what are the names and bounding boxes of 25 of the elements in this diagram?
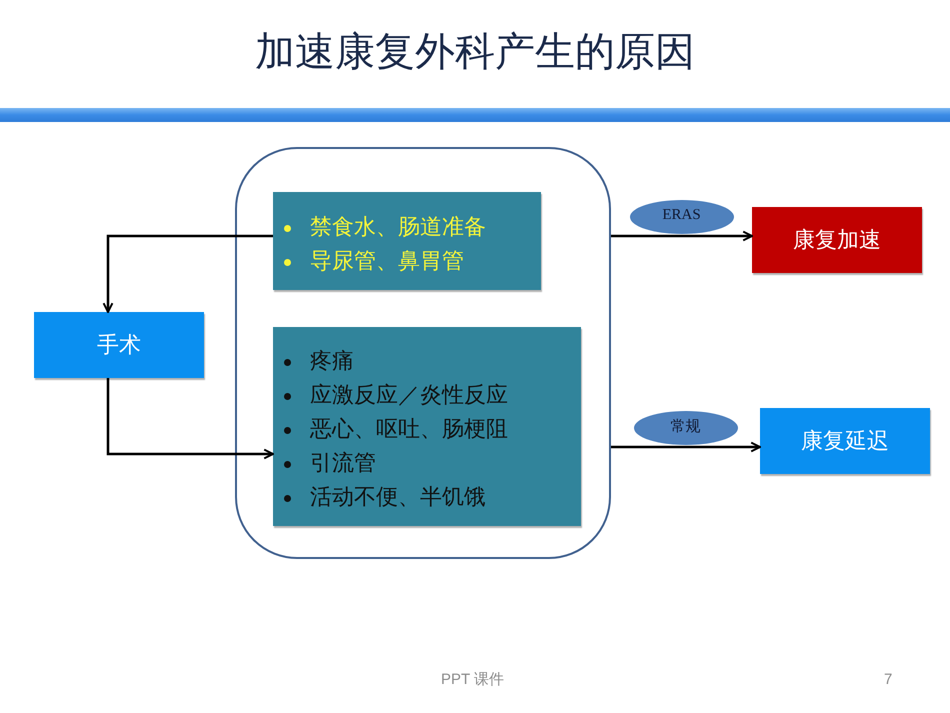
page-number: 7: [884, 670, 892, 690]
list-item-text: 禁食水、肠道准备: [310, 214, 486, 242]
list-item-text: 导尿管、鼻胃管: [310, 248, 464, 276]
process-box: [34, 312, 204, 378]
list-box: [273, 192, 541, 290]
process-box: [760, 408, 930, 474]
box-label: 康复延迟: [801, 428, 889, 456]
footer-text: PPT 课件: [441, 670, 504, 690]
slide-title: 加速康复外科产生的原因: [254, 28, 696, 77]
arrow: [611, 230, 753, 242]
list-item-text: 疼痛: [310, 348, 354, 376]
list-item-text: 引流管: [310, 450, 376, 478]
rounded-frame: [235, 147, 611, 559]
box-label: 康复加速: [793, 227, 881, 255]
edge-label: 常规: [634, 411, 738, 445]
list-box: [273, 327, 581, 526]
process-box: [752, 207, 922, 273]
box-label: 手术: [97, 332, 141, 360]
list-item-text: 活动不便、半饥饿: [310, 484, 486, 512]
edge-label: ERAS: [630, 200, 734, 234]
arrow: [611, 442, 761, 452]
arrow: [106, 378, 274, 460]
list-item-text: 恶心、呕吐、肠梗阻: [310, 416, 508, 444]
arrow: [102, 234, 273, 313]
list-item-text: 应激反应／炎性反应: [310, 382, 508, 410]
